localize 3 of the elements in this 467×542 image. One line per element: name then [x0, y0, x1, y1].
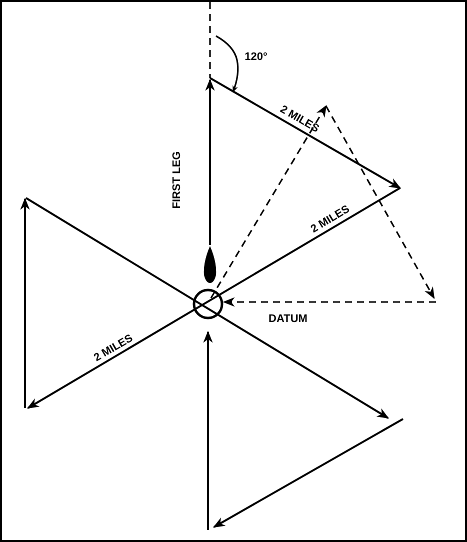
datum-label: DATUM [268, 313, 308, 325]
angle-label: 120° [244, 51, 268, 63]
leg-label: FIRST LEG [171, 151, 183, 209]
